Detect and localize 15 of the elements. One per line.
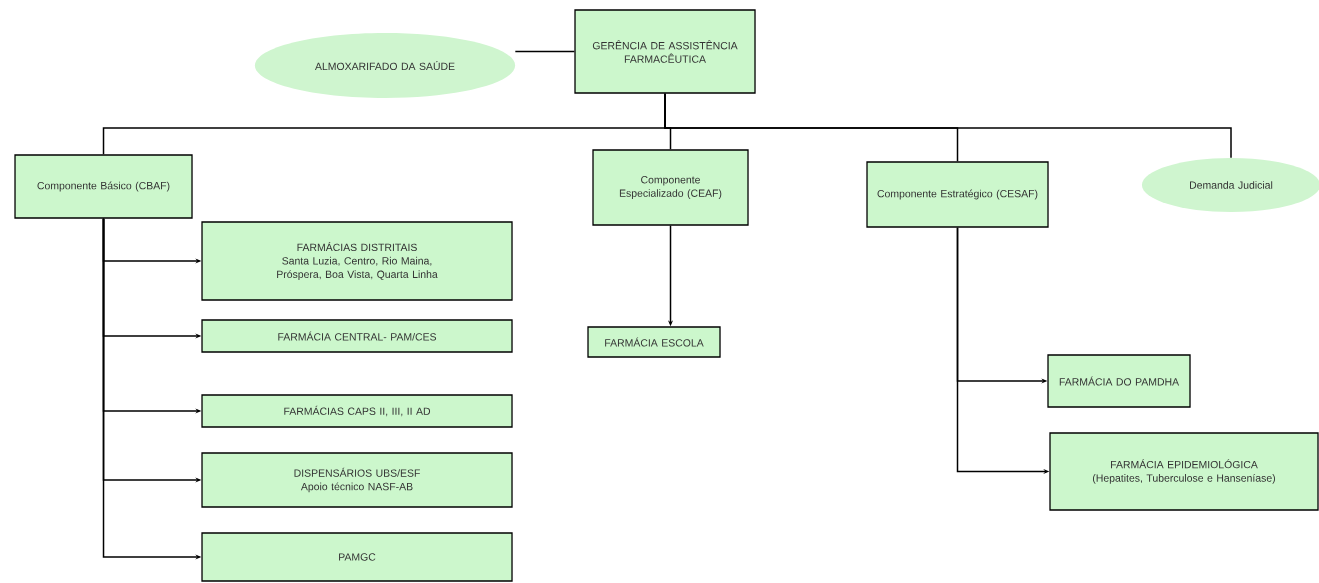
ellipse-node: ALMOXARIFADO DA SAÚDE [254, 33, 516, 98]
process-box: Componente Estratégico (CESAF) [866, 161, 1049, 228]
process-box: FARMÁCIA CENTRAL- PAM/CES [201, 319, 513, 353]
process-box: FARMÁCIAS CAPS II, III, II AD [201, 394, 513, 428]
process-box: PAMGC [201, 532, 513, 582]
process-box: DISPENSÁRIOS UBS/ESF Apoio técnico NASF-AB [201, 452, 513, 508]
connector [664, 92, 1232, 159]
process-box: Componente Especializado (CEAF) [592, 149, 749, 226]
process-box: FARMÁCIAS DISTRITAIS Santa Luzia, Centro, Rio Maina, Próspera, Boa Vista, Quarta Linha [201, 221, 513, 301]
process-box: FARMÁCIA ESCOLA [587, 326, 721, 358]
process-box: GERÊNCIA DE ASSISTÊNCIA FARMACÊUTICA [574, 9, 756, 94]
connector [514, 50, 576, 53]
process-box: FARMÁCIA DO PAMDHA [1047, 354, 1191, 408]
process-box: FARMÁCIA EPIDEMIOLÓGICA (Hepatites, Tuberculose e Hanseníase) [1049, 432, 1319, 511]
process-box: Componente Básico (CBAF) [14, 154, 193, 219]
